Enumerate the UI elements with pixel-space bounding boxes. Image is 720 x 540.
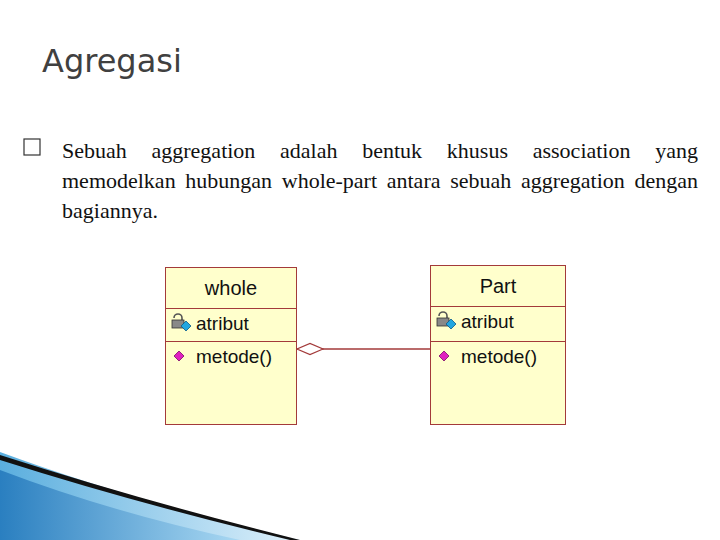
class-name: Part — [480, 275, 517, 298]
swoosh-line — [0, 455, 300, 540]
attribute-icon — [171, 312, 195, 334]
bullet-text: Sebuah aggregation adalah bentuk khusus … — [62, 136, 698, 226]
method-icon — [171, 345, 195, 367]
swoosh-band — [0, 470, 240, 540]
attribute-icon — [436, 310, 460, 332]
swoosh-band — [0, 452, 300, 540]
class-compartment: Part — [431, 266, 565, 306]
aggregation-line — [297, 348, 430, 349]
class-attribute: atribut — [461, 311, 514, 333]
class-box: Part atribut metode() — [430, 265, 566, 425]
class-compartment: metode() — [431, 341, 565, 423]
method-icon — [436, 345, 460, 367]
class-compartment: whole — [166, 268, 296, 308]
class-compartment: metode() — [166, 341, 296, 423]
class-compartment: atribut — [431, 306, 565, 341]
class-name: whole — [205, 277, 257, 300]
slide-title: Agregasi — [42, 42, 182, 80]
class-method: metode() — [461, 346, 537, 368]
bullet-mark — [24, 139, 40, 155]
class-box: whole atribut metode() — [165, 267, 297, 425]
class-attribute: atribut — [196, 313, 249, 335]
class-compartment: atribut — [166, 308, 296, 341]
class-method: metode() — [196, 346, 272, 368]
